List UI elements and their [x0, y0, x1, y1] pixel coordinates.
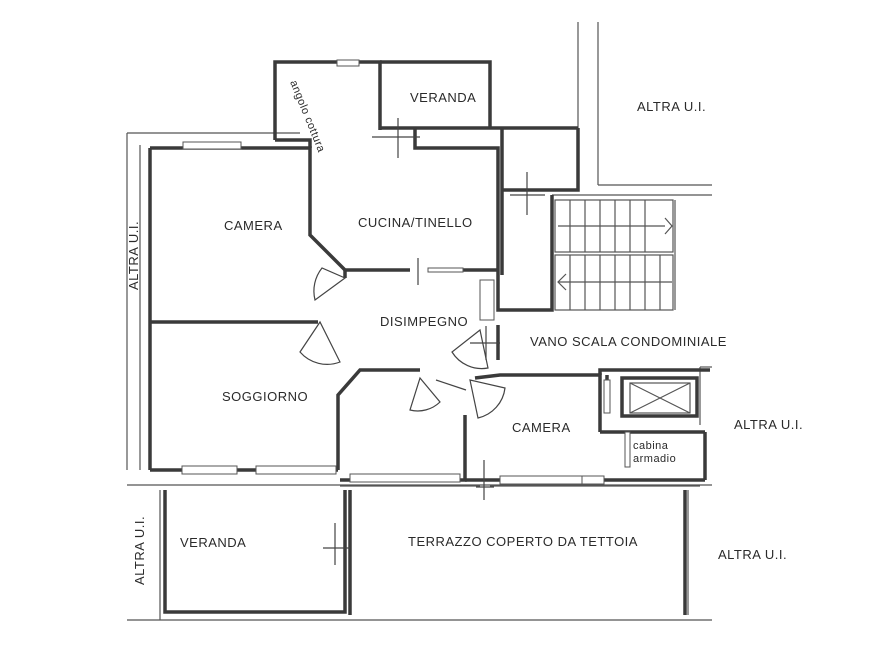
room-label-veranda-bottom: VERANDA [180, 535, 246, 550]
neighbor-label-left: ALTRA U.I. [126, 221, 141, 290]
main-walls [148, 60, 710, 615]
room-label-angolo-cottura: angolo cottura [287, 79, 327, 155]
room-label-cabina: cabina [633, 440, 669, 452]
staircase [554, 199, 676, 311]
room-label-camera-right: CAMERA [512, 420, 571, 435]
room-label-soggiorno: SOGGIORNO [222, 389, 308, 404]
room-label-armadio: armadio [633, 453, 676, 465]
room-label-disimpegno: DISIMPEGNO [380, 314, 468, 329]
neighbor-label-bottom-left: ALTRA U.I. [132, 516, 147, 585]
room-label-camera-left: CAMERA [224, 218, 283, 233]
room-label-veranda-top: VERANDA [410, 90, 476, 105]
room-label-vano-scala: VANO SCALA CONDOMINIALE [530, 334, 727, 349]
neighbor-label-mid-right: ALTRA U.I. [734, 417, 803, 432]
elevator-shaft [620, 376, 699, 418]
neighbor-label-bottom-right: ALTRA U.I. [718, 547, 787, 562]
room-label-terrazzo: TERRAZZO COPERTO DA TETTOIA [408, 534, 638, 549]
windows [181, 59, 700, 487]
room-label-cucina-tinello: CUCINA/TINELLO [358, 215, 473, 230]
neighbor-label-top-right: ALTRA U.I. [637, 99, 706, 114]
neighbor-walls [126, 22, 712, 621]
doors [299, 118, 545, 565]
